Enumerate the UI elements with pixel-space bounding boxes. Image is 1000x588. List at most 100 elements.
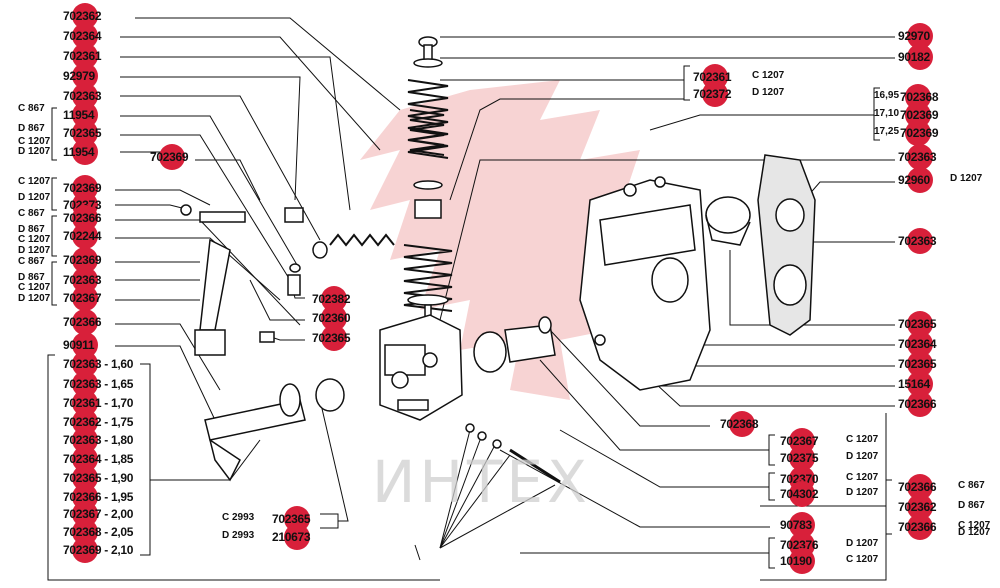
model-code-label: D 867 <box>18 224 45 235</box>
marker-dot <box>159 144 185 170</box>
model-code-label: D 1207 <box>846 538 879 549</box>
marker-dot <box>72 139 98 165</box>
model-code-label: C 867 <box>18 256 45 267</box>
model-code-label: C 867 <box>18 208 45 219</box>
model-code-label: C 1207 <box>18 136 51 147</box>
model-code-label: C 867 <box>958 480 985 491</box>
size-label: 16,95 <box>874 90 900 101</box>
marker-dot <box>789 548 815 574</box>
shim-part-number: 702365 - 1,90 <box>63 471 134 485</box>
marker-dot <box>905 120 931 146</box>
part-number-label: 92979 <box>63 69 95 83</box>
part-number-label: 702366 <box>898 397 937 411</box>
part-number-label: 702365 <box>272 512 311 526</box>
part-number-label: 702363 <box>63 89 102 103</box>
shim-part-number: 702361 - 1,70 <box>63 396 134 410</box>
part-number-label: 702369 <box>63 253 102 267</box>
model-code-label: D 1207 <box>18 192 51 203</box>
shim-part-number: 702368 - 2,05 <box>63 525 134 539</box>
marker-dot <box>907 144 933 170</box>
part-number-label: 702382 <box>312 292 351 306</box>
model-code-label: C 1207 <box>18 176 51 187</box>
model-code-label: C 1207 <box>752 70 785 81</box>
marker-dot <box>907 228 933 254</box>
marker-dot <box>702 81 728 107</box>
shim-part-number: 702367 - 2,00 <box>63 507 134 521</box>
marker-dot <box>907 167 933 193</box>
shim-part-number: 702369 - 2,10 <box>63 543 134 557</box>
part-number-label: 702244 <box>63 229 102 243</box>
part-number-label: 702365 <box>312 331 351 345</box>
model-code-label: D 867 <box>18 123 45 134</box>
model-code-label: D 1207 <box>950 173 983 184</box>
part-number-label: 704302 <box>780 487 819 501</box>
part-number-label: 702364 <box>63 29 102 43</box>
shim-part-number: 702362 - 1,75 <box>63 415 134 429</box>
marker-dot <box>72 285 98 311</box>
size-label: 17,25 <box>874 126 900 137</box>
part-number-label: 702365 <box>898 317 937 331</box>
part-number-label: 702375 <box>780 451 819 465</box>
model-code-label: C 1207 <box>18 282 51 293</box>
part-number-label: 702369 <box>900 126 939 140</box>
model-code-label: C 1207 <box>18 234 51 245</box>
model-code-label: C 2993 <box>222 512 255 523</box>
model-code-label: D 867 <box>18 272 45 283</box>
part-number-label: 702366 <box>898 520 937 534</box>
part-number-label: 702364 <box>898 337 937 351</box>
part-number-label: 210673 <box>272 530 311 544</box>
part-number-label: 702366 <box>63 315 102 329</box>
part-number-label: 702361 <box>63 49 102 63</box>
model-code-label: D 1207 <box>18 245 51 256</box>
part-number-label: 92970 <box>898 29 930 43</box>
part-number-label: 11954 <box>63 108 95 122</box>
part-number-label: 702365 <box>898 357 937 371</box>
part-number-label: 90783 <box>780 518 812 532</box>
part-number-label: 92960 <box>898 173 930 187</box>
part-number-label: 702363 <box>898 234 937 248</box>
model-code-label: C 1207 <box>846 472 879 483</box>
part-number-label: 90182 <box>898 50 930 64</box>
marker-dot <box>907 391 933 417</box>
shim-part-number: 702363 - 1,65 <box>63 377 134 391</box>
model-code-label: D 1207 <box>18 146 51 157</box>
part-number-label: 702366 <box>63 211 102 225</box>
part-number-label: 702368 <box>720 417 759 431</box>
part-number-label: 15164 <box>898 377 930 391</box>
marker-dot <box>72 223 98 249</box>
part-number-label: 702363 <box>898 150 937 164</box>
parts <box>180 36 816 484</box>
size-label: 17,10 <box>874 108 900 119</box>
part-number-label: 702366 <box>898 480 937 494</box>
part-number-label: 702372 <box>693 87 732 101</box>
model-code-label: C 1207 <box>846 434 879 445</box>
part-number-label: 11954 <box>63 145 95 159</box>
part-number-label: 702367 <box>63 291 102 305</box>
part-number-label: 702376 <box>780 538 819 552</box>
marker-dot <box>729 411 755 437</box>
part-number-label: 702360 <box>312 311 351 325</box>
part-number-label: 10190 <box>780 554 812 568</box>
part-number-label: 702369 <box>900 108 939 122</box>
part-number-label: 90911 <box>63 338 95 352</box>
model-code-label: C 1207 <box>846 554 879 565</box>
part-number-label: 702362 <box>898 500 937 514</box>
model-code-label: D 1207 <box>18 293 51 304</box>
model-code-label: D 1207 <box>846 451 879 462</box>
leader-lines <box>47 17 895 581</box>
marker-dot <box>789 481 815 507</box>
model-code-label: D 2993 <box>222 530 255 541</box>
marker-dot <box>284 524 310 550</box>
part-number-label: 702362 <box>63 9 102 23</box>
part-number-label: 702368 <box>900 90 939 104</box>
shim-part-number: 702363 - 1,60 <box>63 357 134 371</box>
part-number-label: 702369 <box>150 150 189 164</box>
part-number-label: 702363 <box>63 273 102 287</box>
shim-part-number: 702366 - 1,95 <box>63 490 134 504</box>
watermark-text: ИНТЕХ <box>372 448 591 516</box>
marker-dot <box>907 514 933 540</box>
model-code-label: D 1207 <box>752 87 785 98</box>
part-number-label: 702365 <box>63 126 102 140</box>
